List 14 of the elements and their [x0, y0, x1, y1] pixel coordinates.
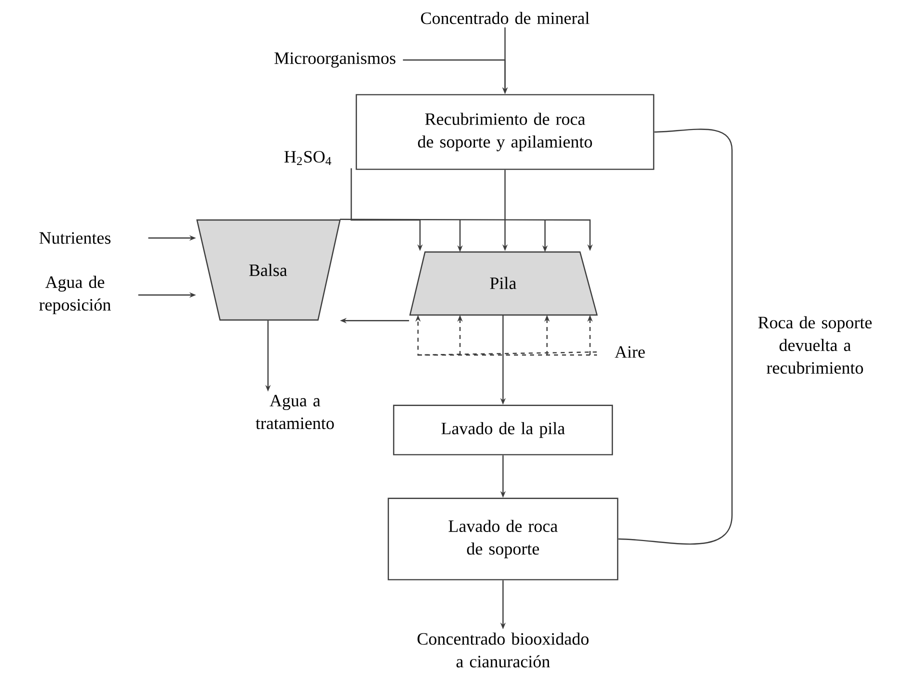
stream-label: Concentrado biooxidado a cianuración	[418, 632, 589, 668]
process-box: Lavado de la pila	[393, 404, 613, 456]
stream-label: Agua de reposición	[39, 276, 111, 314]
process-box: Lavado de roca de soporte	[388, 498, 618, 580]
edge-label: Roca de soporte devuelta a recubrimiento	[754, 314, 876, 376]
stream-label: H$_{2}$SO$_{4}$	[284, 151, 332, 165]
stream-label: Nutrientes	[39, 232, 110, 244]
pond-trapezoid: Balsa	[196, 219, 341, 321]
stream-label: Aire	[614, 346, 645, 358]
stream-label: Concentrado de mineral	[421, 12, 590, 24]
heap-trapezoid: Pila	[409, 251, 598, 316]
process-box: Recubrimiento de roca de soporte y apilamiento	[356, 94, 654, 170]
stream-label: Agua a tratamiento	[256, 394, 334, 430]
stream-label: Microorganismos	[274, 52, 396, 68]
